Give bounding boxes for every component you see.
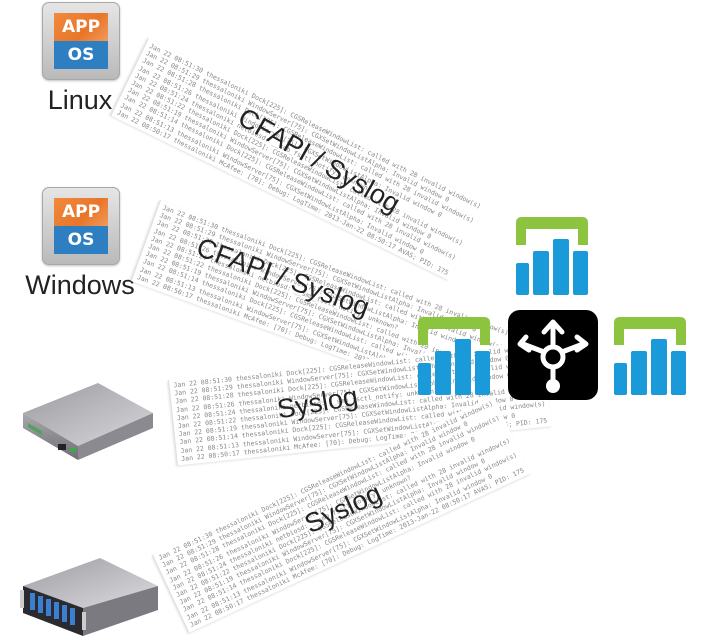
app-layer: APP (54, 198, 108, 226)
os-layer: OS (54, 226, 108, 254)
os-layer: OS (54, 41, 108, 69)
source-label-linux: Linux (47, 85, 113, 115)
network-appliance-icon (23, 383, 153, 460)
app-layer: APP (54, 13, 108, 41)
analytics-collector-icon (418, 317, 490, 395)
analytics-collector-icon (516, 217, 588, 295)
router-distribution-icon (508, 310, 598, 400)
distribution-arrows-icon (517, 319, 589, 393)
windows-app-os-icon: APP OS (42, 187, 120, 265)
rack-server-icon (20, 558, 158, 636)
linux-app-os-icon: APP OS (42, 2, 120, 80)
analytics-collector-icon (614, 317, 686, 395)
source-label-windows: Windows (25, 270, 135, 300)
